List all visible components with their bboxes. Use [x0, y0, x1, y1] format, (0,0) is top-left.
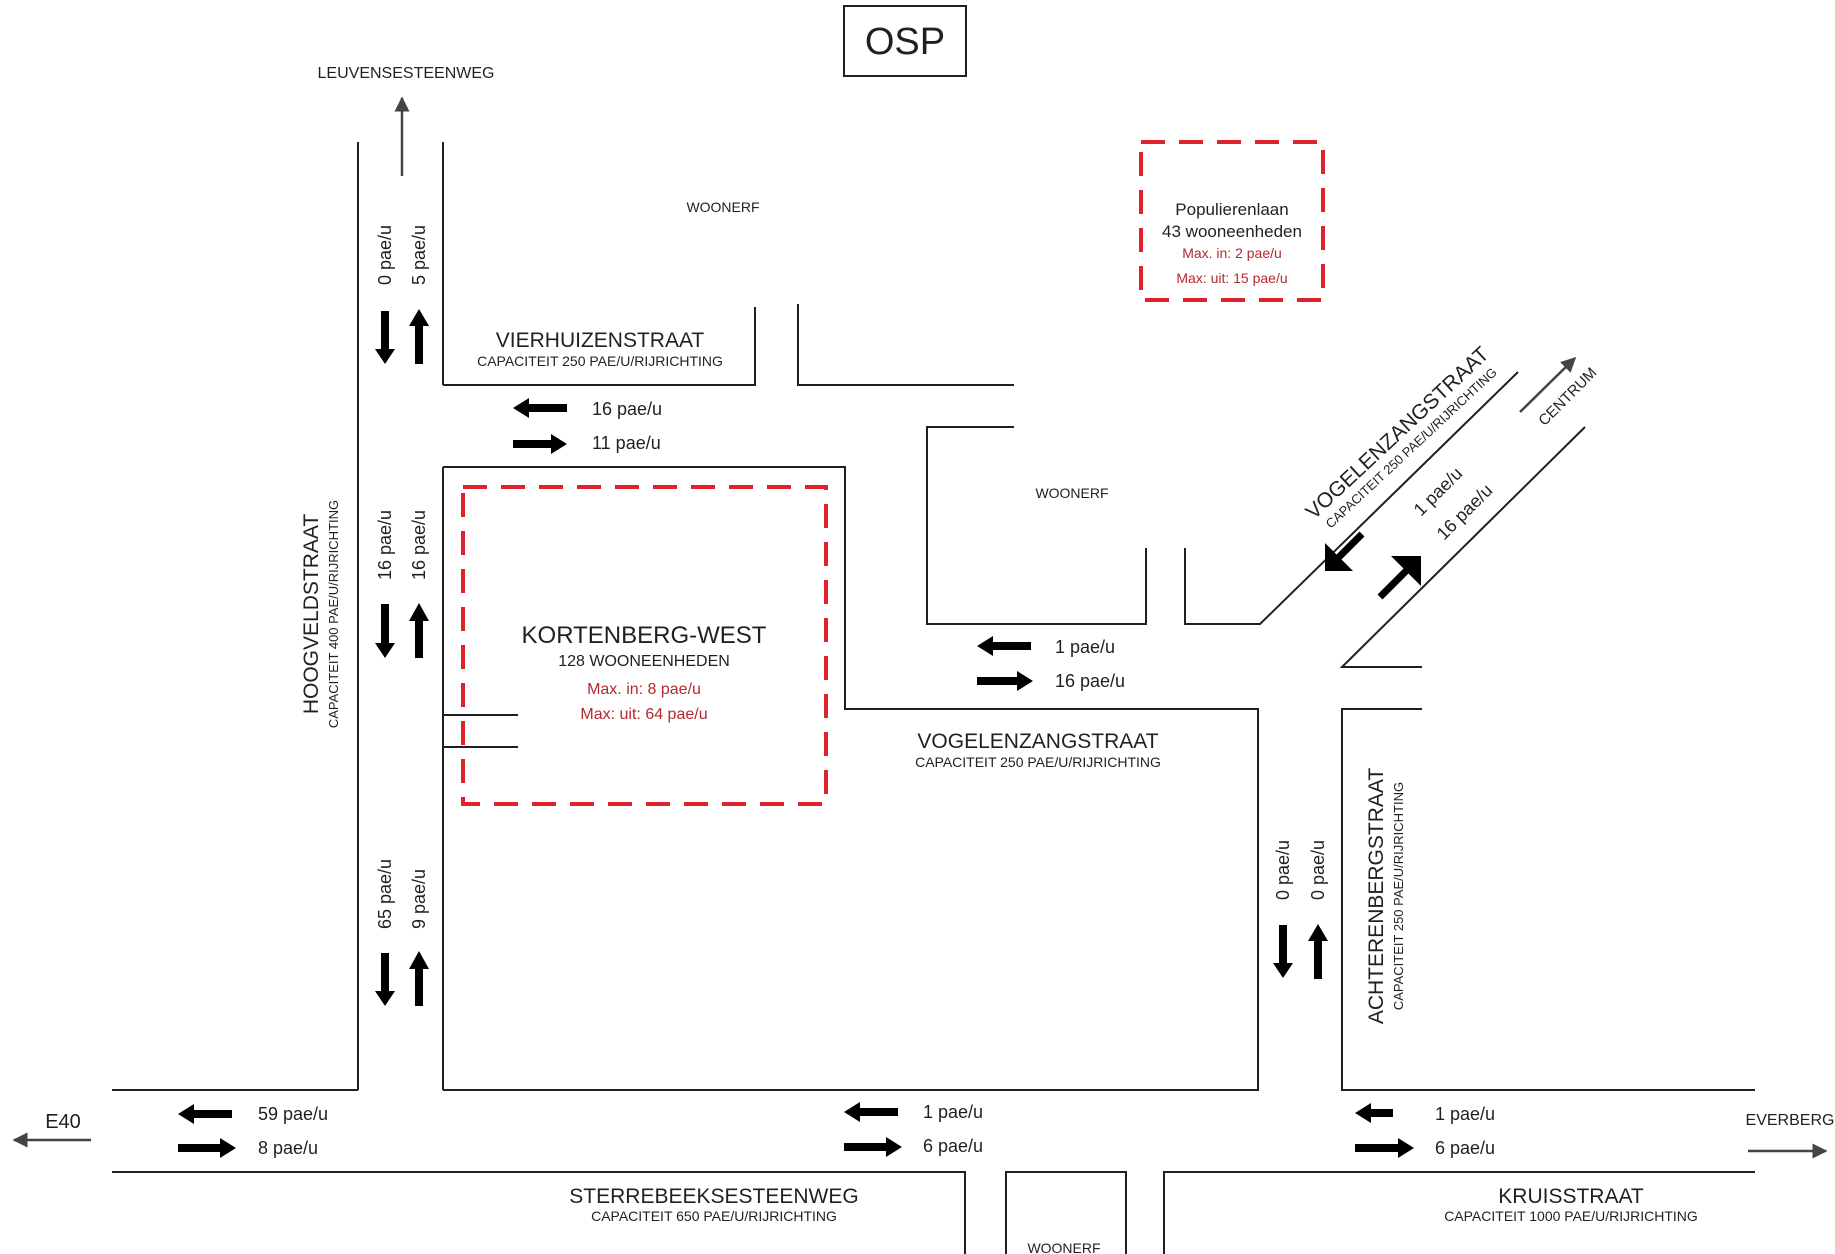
- arrow-left-icon: [178, 1104, 232, 1124]
- project-units: 128 WOONEENHEDEN: [558, 653, 730, 670]
- road-edge: [443, 466, 1259, 1091]
- project-kortenberg-west: KORTENBERG-WEST 128 WOONEENHEDEN Max. in…: [522, 622, 767, 723]
- flow-label: 1 pae/u: [923, 1102, 983, 1122]
- diagonal-arrowheads: [1325, 543, 1421, 586]
- project-boundaries: [461, 140, 1325, 806]
- arrow-left-icon: [1355, 1103, 1393, 1123]
- street-label-leuvensesteenweg: LEUVENSESTEENWEG: [318, 65, 495, 82]
- flow-label: 11 pae/u: [592, 433, 661, 453]
- street-label-centrum: CENTRUM: [1535, 364, 1600, 429]
- flow-label: 8 pae/u: [258, 1138, 318, 1158]
- arrow-down-icon: [375, 604, 395, 658]
- project-populierenlaan: Populierenlaan 43 wooneenheden Max. in: …: [1162, 200, 1302, 286]
- street-capacity-vierhuizenstraat: CAPACITEIT 250 PAE/U/RIJRICHTING: [477, 353, 723, 369]
- project-max-out: Max: uit: 64 pae/u: [580, 706, 707, 723]
- svg-text:CAPACITEIT 400 PAE/U/RIJRICHTI: CAPACITEIT 400 PAE/U/RIJRICHTING: [326, 500, 341, 728]
- flow-label: 16 pae/u: [1055, 671, 1125, 691]
- arrow-head-icon: [1325, 543, 1353, 571]
- street-label-kruisstraat: KRUISSTRAAT: [1498, 1185, 1644, 1208]
- project-max-in: Max. in: 2 pae/u: [1182, 245, 1282, 261]
- street-label-sterrebeeksesteenweg: STERREBEEKSESTEENWEG: [569, 1185, 858, 1208]
- street-label-vogelenzangstraat: VOGELENZANGSTRAAT: [917, 730, 1158, 753]
- project-units: 43 wooneenheden: [1162, 222, 1302, 241]
- project-name: Populierenlaan: [1175, 200, 1288, 219]
- project-max-in: Max. in: 8 pae/u: [587, 681, 701, 698]
- flow-label: 0 pae/u: [375, 225, 395, 285]
- project-name: KORTENBERG-WEST: [522, 622, 767, 649]
- arrow-right-icon: [1355, 1138, 1414, 1158]
- arrow-down-icon: [375, 953, 395, 1006]
- arrow-down-icon: [375, 311, 395, 364]
- flow-label: 0 pae/u: [1308, 840, 1328, 900]
- arrow-up-icon: [409, 309, 429, 364]
- page-title: OSP: [865, 21, 945, 63]
- svg-text:CAPACITEIT 250 PAE/U/RIJRICHTI: CAPACITEIT 250 PAE/U/RIJRICHTING: [1391, 782, 1406, 1010]
- road-edge: [443, 307, 756, 386]
- street-label-achterenbergstraat: ACHTERENBERGSTRAAT CAPACITEIT 250 PAE/U/…: [1365, 768, 1406, 1024]
- kortenberg-west-boundary: [461, 485, 828, 806]
- populierenlaan-boundary: [1139, 140, 1325, 302]
- flow-label: 1 pae/u: [1055, 637, 1115, 657]
- road-edge: [1005, 1171, 1127, 1254]
- arrow-diagonal-icon: [1333, 531, 1365, 563]
- arrow-up-icon: [409, 951, 429, 1006]
- arrow-diagonal-icon: [1377, 566, 1411, 600]
- street-capacity-sterrebeeksesteenweg: CAPACITEIT 650 PAE/U/RIJRICHTING: [591, 1208, 837, 1224]
- flow-label: 59 pae/u: [258, 1104, 328, 1124]
- title-box: OSP: [843, 5, 967, 77]
- arrow-left-icon: [513, 398, 567, 418]
- arrow-right-icon: [178, 1138, 236, 1158]
- street-capacity-vogelenzangstraat: CAPACITEIT 250 PAE/U/RIJRICHTING: [915, 754, 1161, 770]
- arrow-head-icon: [1391, 556, 1421, 586]
- road-edge: [1163, 1171, 1755, 1254]
- arrow-diagonal-icon: [1519, 356, 1577, 413]
- flow-label: 5 pae/u: [409, 225, 429, 285]
- arrow-right-icon: [844, 1137, 902, 1157]
- flow-label: 16 pae/u: [592, 399, 662, 419]
- woonerf-label: WOONERF: [1035, 485, 1108, 501]
- svg-text:HOOGVELDSTRAAT: HOOGVELDSTRAAT: [300, 514, 323, 714]
- project-max-out: Max: uit: 15 pae/u: [1176, 270, 1287, 286]
- woonerf-label: WOONERF: [686, 199, 759, 215]
- arrow-up-icon: [1308, 924, 1328, 979]
- road-outlines: [112, 142, 1755, 1254]
- arrow-down-icon: [1273, 925, 1293, 978]
- flow-label: 16 pae/u: [375, 510, 395, 580]
- flow-label: 1 pae/u: [1435, 1104, 1495, 1124]
- arrow-up-icon: [409, 603, 429, 658]
- flow-label: 6 pae/u: [1435, 1138, 1495, 1158]
- street-label-hoogveldstraat: HOOGVELDSTRAAT CAPACITEIT 400 PAE/U/RIJR…: [300, 500, 341, 728]
- street-label-e40: E40: [45, 1111, 81, 1133]
- arrow-right-icon: [977, 671, 1033, 691]
- flow-arrows-diagonal: [1333, 531, 1411, 600]
- svg-text:ACHTERENBERGSTRAAT: ACHTERENBERGSTRAAT: [1365, 768, 1388, 1024]
- road-edge: [1341, 708, 1755, 1091]
- road-edge: [797, 304, 1014, 386]
- road-edge: [1339, 426, 1586, 668]
- road-edge: [1184, 371, 1519, 625]
- road-edge: [926, 426, 1147, 625]
- woonerf-labels: WOONERF WOONERF WOONERF: [686, 199, 1108, 1254]
- flow-label: 9 pae/u: [409, 869, 429, 929]
- street-label-everberg: EVERBERG: [1746, 1112, 1835, 1129]
- flow-label: 6 pae/u: [923, 1136, 983, 1156]
- arrow-right-icon: [513, 434, 567, 454]
- street-capacity-kruisstraat: CAPACITEIT 1000 PAE/U/RIJRICHTING: [1444, 1208, 1698, 1224]
- direction-arrows: [12, 96, 1828, 1159]
- arrow-left-icon: [977, 636, 1031, 656]
- flow-label: 65 pae/u: [375, 859, 395, 929]
- flow-arrows: [178, 309, 1414, 1158]
- woonerf-label: WOONERF: [1027, 1240, 1100, 1254]
- street-label-vierhuizenstraat: VIERHUIZENSTRAAT: [496, 329, 705, 352]
- flow-label: 0 pae/u: [1273, 840, 1293, 900]
- road-edge: [112, 1171, 966, 1254]
- arrow-left-icon: [844, 1102, 898, 1122]
- flow-label: 16 pae/u: [409, 510, 429, 580]
- street-labels: LEUVENSESTEENWEG E40 EVERBERG CENTRUM HO…: [45, 65, 1834, 1224]
